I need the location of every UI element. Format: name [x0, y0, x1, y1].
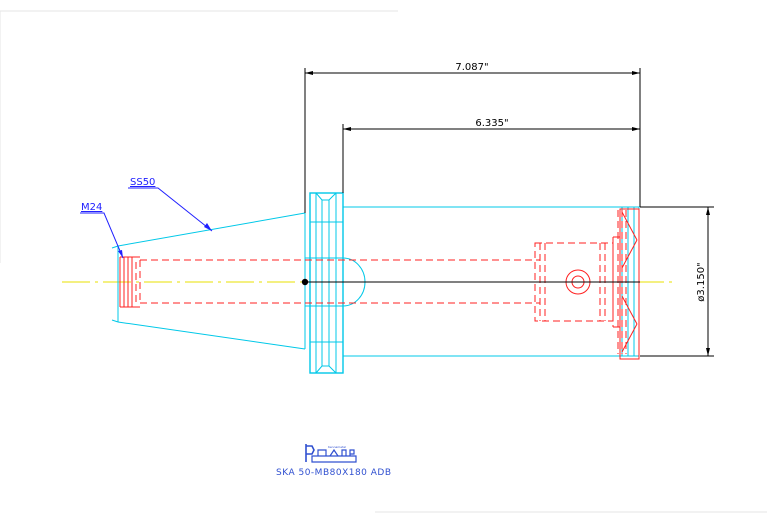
body-length-label: 6.335" — [475, 118, 508, 129]
flange — [305, 192, 366, 374]
overall-length-label: 7.087" — [455, 62, 488, 73]
datum-point — [301, 278, 309, 286]
dimension-overall-length: 7.087" — [304, 62, 641, 213]
boring-head-hidden — [534, 208, 640, 360]
thread-callout-label: M24 — [81, 202, 102, 213]
hidden-bore — [139, 259, 540, 304]
part-number: SKA 50-MB80X180 ADB — [276, 468, 392, 478]
body-diameter-label: ø3.150" — [696, 262, 707, 301]
drawbar-line — [301, 278, 640, 286]
taper-cone — [111, 212, 306, 350]
dimension-body-diameter: ø3.150" — [640, 206, 714, 357]
callout-m24: M24 — [80, 202, 124, 259]
callout-ss50: SS50 — [128, 177, 213, 232]
taper-callout-label: SS50 — [130, 177, 155, 188]
body — [343, 206, 640, 357]
dimension-body-length: 6.335" — [342, 118, 641, 207]
company-logo: Kennametal — [305, 444, 357, 463]
logo-text: Kennametal — [328, 445, 346, 449]
thread-m24-hidden — [119, 256, 140, 308]
